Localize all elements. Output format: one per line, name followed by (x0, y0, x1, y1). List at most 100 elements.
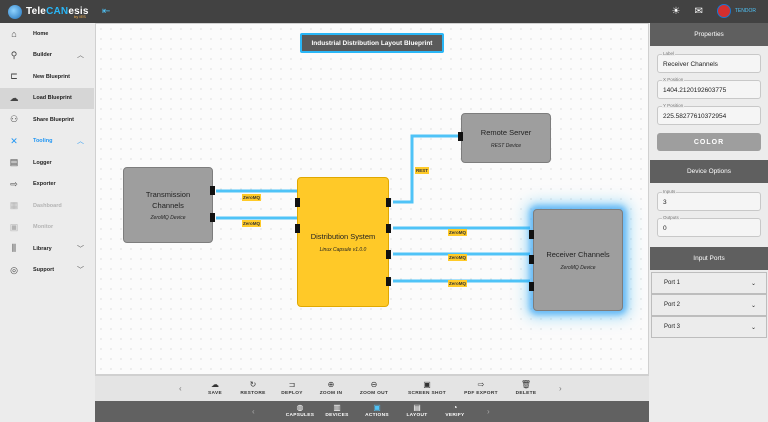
outputs-field[interactable]: Outputs 0 (657, 215, 761, 237)
cloud-upload-icon: ☁ (211, 380, 219, 389)
save-button[interactable]: ☁SAVE (208, 380, 222, 396)
wire-label: ZeroMQ (242, 194, 262, 201)
deploy-button[interactable]: ⊐DEPLOY (281, 380, 303, 396)
input-port[interactable] (529, 282, 534, 291)
chevron-left-icon[interactable]: ‹ (179, 384, 182, 393)
chevron-down-icon: ﹀ (77, 267, 84, 275)
output-port[interactable] (210, 186, 215, 195)
actions-icon: ▣ (373, 403, 381, 412)
monitor-icon: ▣ (9, 221, 19, 232)
tab-devices[interactable]: ▥DEVICES (325, 403, 349, 418)
restore-icon: ↻ (249, 380, 257, 389)
transmission-channels-node[interactable]: Transmission Channels ZeroMQ Device (123, 167, 213, 243)
chevron-down-icon: ⌄ (750, 280, 756, 287)
username[interactable]: TENDOR (734, 8, 756, 14)
sidebar-item-exporter[interactable]: ⇨Exporter (0, 174, 94, 196)
sidebar-item-library[interactable]: ⫼Library﹀ (0, 238, 94, 260)
properties-panel: Properties Label Receiver Channels X Pos… (650, 23, 768, 422)
zoom-in-icon: ⊕ (327, 380, 335, 389)
sidebar-item-builder[interactable]: ⚲Builder︿ (0, 45, 94, 67)
pdf-export-button[interactable]: ⇨PDF EXPORT (464, 380, 498, 396)
output-port[interactable] (386, 224, 391, 233)
node-title: Remote Server (480, 128, 532, 138)
output-port[interactable] (386, 277, 391, 286)
wire-label: REST (415, 167, 430, 174)
top-bar: TeleCANesis by IES ⇤ ☀ ✉ TENDOR (0, 0, 768, 23)
chevron-left-icon[interactable]: ‹ (252, 407, 255, 416)
dashboard-icon: ▦ (9, 200, 19, 211)
tab-layout[interactable]: ▤LAYOUT (406, 403, 428, 418)
wire-label: ZeroMQ (242, 220, 262, 227)
tab-actions[interactable]: ▣ACTIONS (365, 403, 389, 418)
sidebar-item-tooling[interactable]: ✕Tooling︿ (0, 131, 94, 153)
output-port[interactable] (386, 250, 391, 259)
input-ports-header: Input Ports (650, 247, 768, 270)
wire-label: ZeroMQ (448, 254, 468, 261)
zoom-in-button[interactable]: ⊕ZOOM IN (319, 380, 343, 396)
delete-button[interactable]: 🗑DELETE (515, 380, 537, 396)
restore-button[interactable]: ↻RESTORE (240, 380, 266, 396)
node-title: Distribution System (310, 232, 376, 242)
port-accordion[interactable]: Port 3⌄ (651, 316, 767, 338)
pdf-export-icon: ⇨ (477, 380, 485, 389)
layout-icon: ▤ (413, 403, 421, 412)
color-button[interactable]: COLOR (657, 133, 761, 151)
trash-icon: 🗑 (520, 380, 532, 389)
input-port[interactable] (529, 230, 534, 239)
output-port[interactable] (386, 198, 391, 207)
logo-mark-icon (8, 4, 22, 19)
input-port[interactable] (295, 224, 300, 233)
wire-label: ZeroMQ (448, 229, 468, 236)
zoom-out-button[interactable]: ⊖ZOOM OUT (359, 380, 389, 396)
x-position-field[interactable]: X Position 1404.2120192603775 (657, 77, 761, 99)
app-name: TeleCANesis (26, 6, 89, 17)
chevron-down-icon: ⌄ (750, 324, 756, 331)
screen-shot-button[interactable]: ▣SCREEN SHOT (408, 380, 446, 396)
screenshot-icon: ▣ (423, 380, 431, 389)
deploy-icon: ⊐ (288, 380, 296, 389)
blueprint-canvas[interactable]: Industrial Distribution Layout Blueprint… (95, 23, 649, 375)
theme-toggle-icon[interactable]: ☀ (671, 5, 681, 17)
tab-capsules[interactable]: ◍CAPSULES (285, 403, 315, 418)
tab-verify[interactable]: ◔VERIFY (445, 403, 465, 418)
label-field[interactable]: Label Receiver Channels (657, 51, 761, 73)
sidebar-item-new-blueprint[interactable]: ⊏New Blueprint (0, 66, 94, 88)
port-accordion[interactable]: Port 1⌄ (651, 272, 767, 294)
logger-icon: ▤ (9, 157, 19, 168)
app-logo[interactable]: TeleCANesis by IES (8, 3, 92, 20)
avatar[interactable] (716, 4, 731, 18)
input-port[interactable] (529, 255, 534, 264)
new-blueprint-icon: ⊏ (10, 71, 18, 82)
library-icon: ⫼ (11, 243, 17, 254)
receiver-channels-node[interactable]: Receiver Channels ZeroMQ Device (533, 209, 623, 311)
wire-label: ZeroMQ (448, 280, 468, 287)
chevron-right-icon[interactable]: › (487, 407, 490, 416)
sidebar-item-support[interactable]: ◎Support﹀ (0, 260, 94, 282)
verify-icon: ◔ (452, 403, 458, 412)
sidebar-item-share-blueprint[interactable]: ⚇Share Blueprint (9, 114, 74, 125)
sidebar-item-logger[interactable]: ▤Logger (9, 157, 52, 168)
remote-server-node[interactable]: Remote Server REST Device (461, 113, 551, 163)
sidebar-item-home[interactable]: ⌂Home (0, 23, 94, 45)
builder-icon: ⚲ (10, 49, 18, 60)
inputs-field[interactable]: Inputs 3 (657, 189, 761, 211)
y-position-field[interactable]: Y Position 225.58277610372954 (657, 103, 761, 125)
distribution-system-node[interactable]: Distribution System Linux Capsule v1.0.0 (297, 177, 389, 307)
sidebar-item-load-blueprint[interactable]: ☁Load Blueprint (0, 87, 94, 109)
chevron-down-icon: ⌄ (750, 302, 756, 309)
collapse-sidebar-icon[interactable]: ⇤ (102, 6, 111, 17)
node-title: Transmission (145, 189, 191, 199)
wire-rest (393, 134, 460, 204)
port-accordion[interactable]: Port 2⌄ (651, 294, 767, 316)
input-port[interactable] (295, 198, 300, 207)
node-subtitle: ZeroMQ Device (150, 215, 186, 222)
node-title: Receiver Channels (546, 250, 610, 260)
device-options-header: Device Options (650, 160, 768, 183)
input-port[interactable] (458, 132, 463, 141)
blueprint-title[interactable]: Industrial Distribution Layout Blueprint (300, 33, 444, 53)
chevron-down-icon: ﹀ (77, 245, 84, 253)
output-port[interactable] (210, 213, 215, 222)
chevron-right-icon[interactable]: › (559, 384, 562, 393)
chevron-up-icon: ︿ (77, 52, 84, 60)
mail-icon[interactable]: ✉ (694, 5, 703, 17)
